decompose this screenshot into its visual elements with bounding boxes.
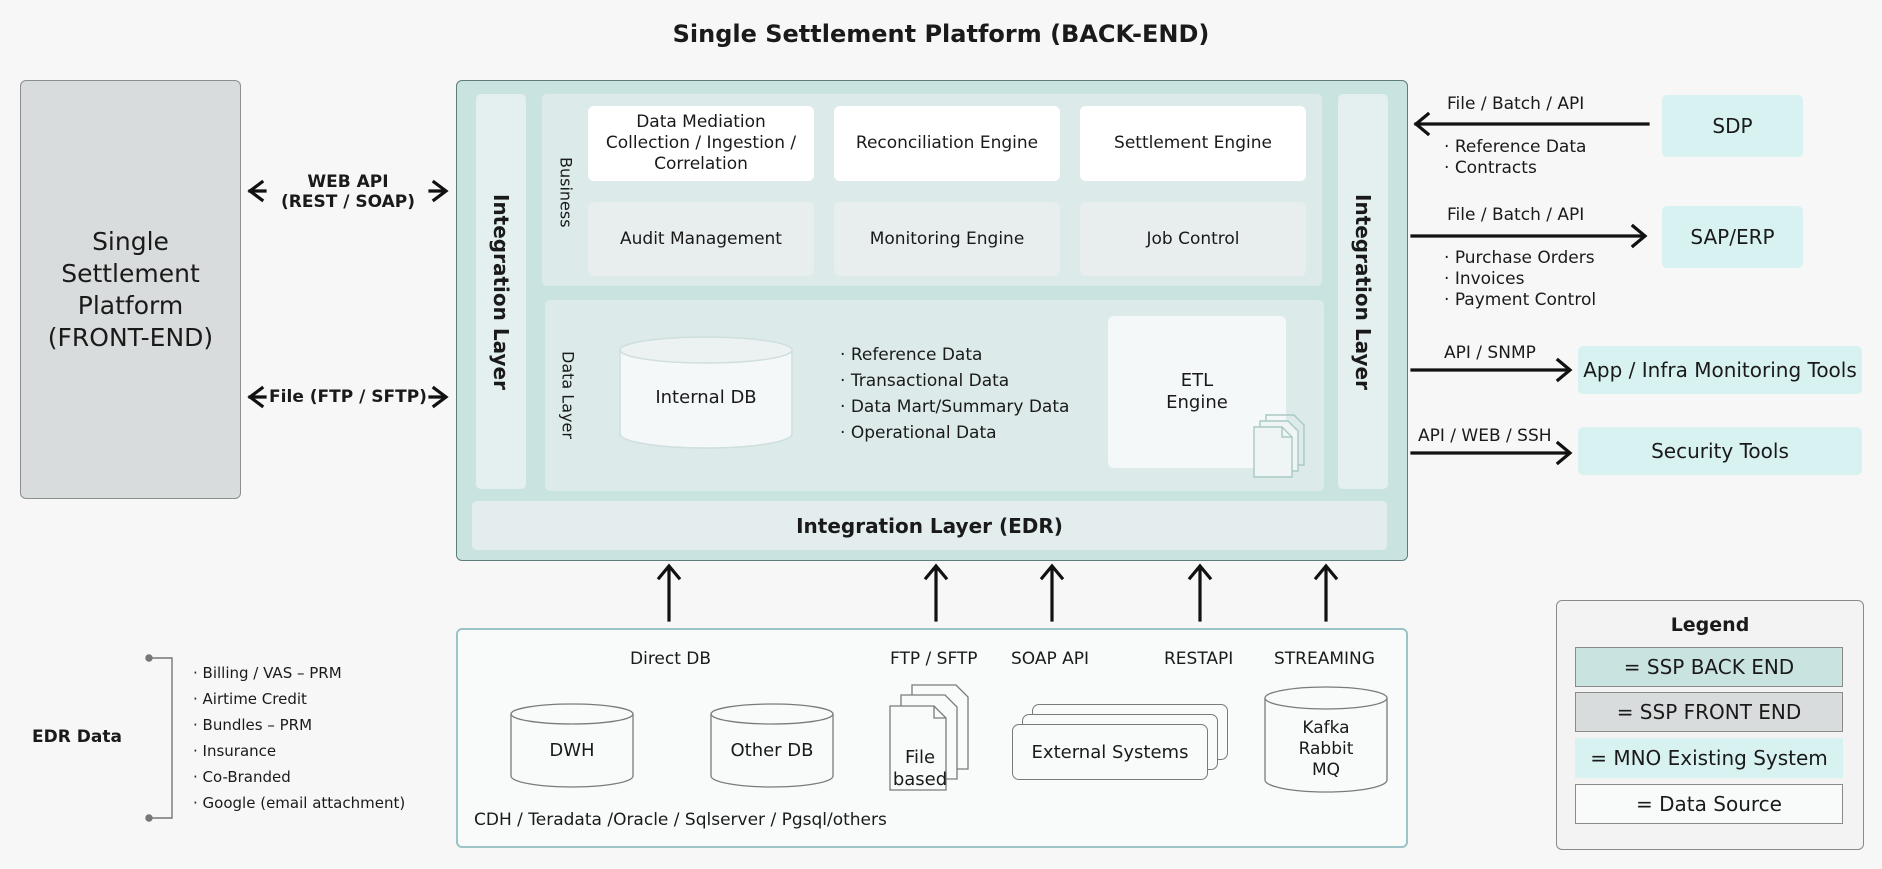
- job-control-card: Job Control: [1080, 202, 1306, 276]
- monitoring-arrow: [1410, 357, 1573, 383]
- etl-label-line2: Engine: [1166, 392, 1228, 413]
- monitoring-tools-box: App / Infra Monitoring Tools: [1578, 346, 1862, 394]
- data-mediation-line3: Correlation: [654, 154, 748, 174]
- source-up-arrows: [656, 563, 1339, 622]
- web-api-label-line2: (REST / SOAP): [281, 192, 415, 212]
- frontend-label-line2: Settlement: [61, 258, 200, 288]
- audit-management-card: Audit Management: [588, 202, 814, 276]
- data-type-item: · Data Mart/Summary Data: [840, 397, 1070, 417]
- edr-data-label: EDR Data: [32, 727, 122, 747]
- other-db-cylinder: [710, 703, 834, 788]
- data-layer-label: Data Layer: [558, 351, 578, 439]
- frontend-label-line1: Single: [92, 226, 169, 256]
- kafka-label-line2: Rabbit: [1298, 738, 1354, 759]
- sap-items-list: · Purchase Orders · Invoices · Payment C…: [1444, 248, 1596, 311]
- data-type-item: · Operational Data: [840, 423, 997, 443]
- sdp-protocol-label: File / Batch / API: [1447, 94, 1585, 114]
- web-api-label-line1: WEB API: [307, 172, 389, 192]
- sdp-item: · Reference Data: [1444, 137, 1587, 157]
- security-protocol-label: API / WEB / SSH: [1418, 426, 1552, 446]
- integration-layer-right: Integration Layer: [1338, 94, 1388, 489]
- internal-db-cylinder: [619, 336, 793, 449]
- edr-item: · Airtime Credit: [193, 690, 307, 708]
- frontend-platform-box: Single Settlement Platform (FRONT-END): [20, 80, 241, 499]
- business-label-wrap: Business: [554, 150, 578, 235]
- restapi-label: RESTAPI: [1164, 649, 1234, 669]
- page-title: Single Settlement Platform (BACK-END): [672, 20, 1210, 48]
- direct-db-label: Direct DB: [630, 649, 712, 669]
- edr-items-list: · Billing / VAS – PRM · Airtime Credit ·…: [193, 660, 405, 816]
- streaming-label: STREAMING: [1274, 649, 1375, 669]
- reconciliation-engine-card: Reconciliation Engine: [834, 106, 1060, 181]
- kafka-label-line1: Kafka: [1302, 717, 1350, 738]
- settlement-engine-card: Settlement Engine: [1080, 106, 1306, 181]
- legend-item-datasource: = Data Source: [1575, 784, 1843, 824]
- sap-item: · Invoices: [1444, 269, 1525, 289]
- integration-layer-left-label: Integration Layer: [489, 193, 513, 390]
- sdp-item: · Contracts: [1444, 158, 1537, 178]
- file-based-label: File based: [890, 744, 950, 794]
- edr-item: · Google (email attachment): [193, 794, 406, 812]
- sap-arrow: [1410, 223, 1648, 249]
- internal-db-label: Internal DB: [655, 386, 757, 408]
- edr-item: · Bundles – PRM: [193, 716, 313, 734]
- security-arrow: [1410, 440, 1573, 466]
- sdp-arrow: [1413, 111, 1650, 137]
- soap-api-label: SOAP API: [1011, 649, 1090, 669]
- integration-layer-right-label: Integration Layer: [1351, 193, 1375, 390]
- kafka-cylinder: [1264, 686, 1388, 793]
- security-tools-box: Security Tools: [1578, 427, 1862, 475]
- other-db-label: Other DB: [730, 739, 814, 761]
- business-label: Business: [556, 157, 576, 228]
- frontend-label-line3: Platform: [77, 290, 184, 320]
- dwh-label: DWH: [549, 739, 595, 761]
- legend-item-mno: = MNO Existing System: [1575, 738, 1843, 778]
- monitoring-protocol-label: API / SNMP: [1444, 343, 1536, 363]
- sap-protocol-label: File / Batch / API: [1447, 205, 1585, 225]
- data-type-item: · Transactional Data: [840, 371, 1010, 391]
- sap-item: · Payment Control: [1444, 290, 1597, 310]
- data-layer-label-wrap: Data Layer: [556, 340, 580, 450]
- web-api-arrow: [247, 179, 449, 203]
- sap-item: · Purchase Orders: [1444, 248, 1595, 268]
- data-types-list: · Reference Data · Transactional Data · …: [840, 342, 1069, 446]
- kafka-label-line3: MQ: [1311, 759, 1341, 780]
- sap-erp-box: SAP/ERP: [1662, 206, 1803, 268]
- file-based-line2: based: [892, 769, 948, 790]
- data-mediation-line2: Collection / Ingestion /: [605, 133, 797, 153]
- documents-icon: [1253, 414, 1305, 478]
- frontend-label-line4: (FRONT-END): [47, 322, 214, 352]
- legend-item-frontend: = SSP FRONT END: [1575, 692, 1843, 732]
- sdp-items-list: · Reference Data · Contracts: [1444, 137, 1586, 179]
- file-arrow: [247, 385, 449, 409]
- edr-item: · Insurance: [193, 742, 277, 760]
- legend-item-backend: = SSP BACK END: [1575, 647, 1843, 687]
- file-based-icon: [889, 684, 969, 791]
- integration-layer-left: Integration Layer: [476, 94, 526, 489]
- external-systems-box: External Systems: [1012, 724, 1208, 780]
- ftp-sftp-label: FTP / SFTP: [890, 649, 978, 669]
- dwh-cylinder: [510, 703, 634, 788]
- edr-item: · Co-Branded: [193, 768, 291, 786]
- etl-engine-card: ETL Engine: [1108, 316, 1286, 468]
- edr-bracket: [145, 654, 173, 822]
- data-mediation-line1: Data Mediation: [636, 112, 766, 132]
- legend-title: Legend: [1670, 614, 1750, 636]
- kafka-label: Kafka Rabbit MQ: [1262, 714, 1390, 784]
- edr-item: · Billing / VAS – PRM: [193, 664, 342, 682]
- data-mediation-card: Data Mediation Collection / Ingestion / …: [588, 106, 814, 181]
- file-ftp-label: File (FTP / SFTP): [269, 387, 427, 407]
- etl-label-line1: ETL: [1180, 370, 1214, 391]
- file-based-line1: File: [904, 747, 936, 768]
- web-api-label: WEB API (REST / SOAP): [268, 172, 428, 212]
- monitoring-engine-card: Monitoring Engine: [834, 202, 1060, 276]
- data-type-item: · Reference Data: [840, 345, 983, 365]
- sdp-box: SDP: [1662, 95, 1803, 157]
- integration-layer-edr: Integration Layer (EDR): [472, 501, 1387, 550]
- db-list-label: CDH / Teradata /Oracle / Sqlserver / Pgs…: [474, 810, 887, 830]
